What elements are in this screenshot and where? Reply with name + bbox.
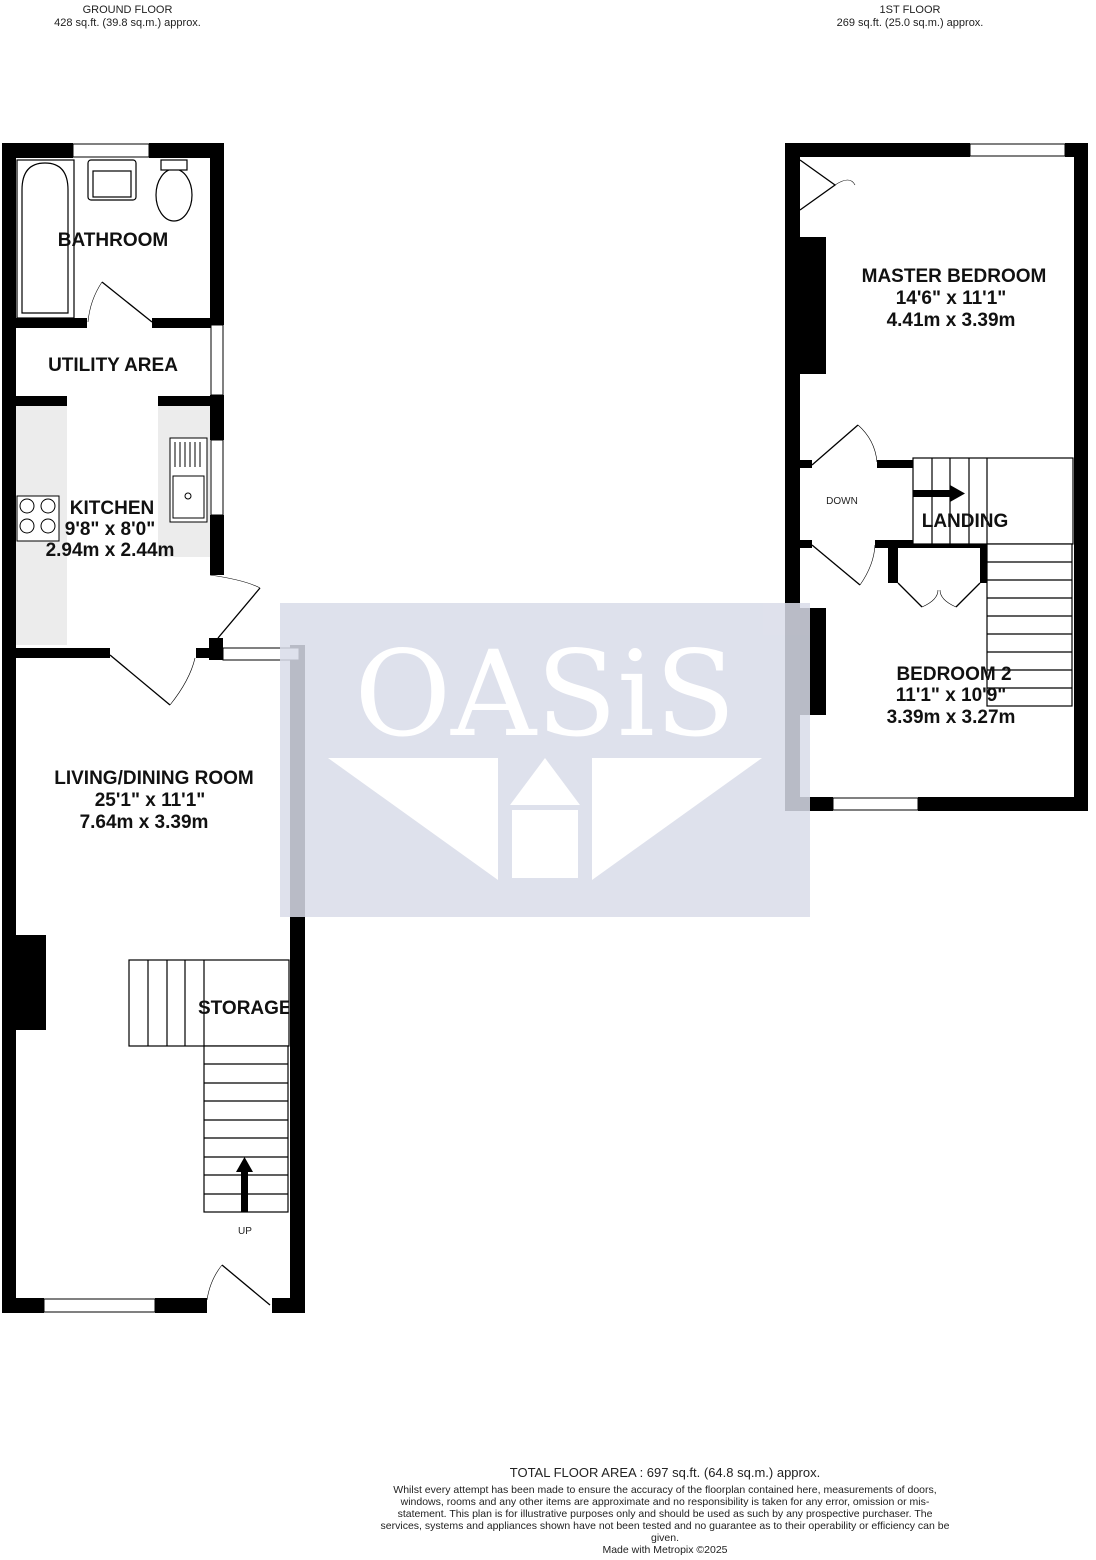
living-imperial: 25'1" x 11'1" [95, 790, 206, 811]
down-arrow-icon [913, 485, 965, 502]
ground-floor-area: 428 sq.ft. (39.8 sq.m.) approx. [54, 17, 201, 29]
storage-label: STORAGE [198, 998, 292, 1019]
ground-floor-doors [87, 281, 271, 1306]
up-arrow-icon [236, 1157, 253, 1212]
bathroom-label: BATHROOM [58, 230, 168, 251]
down-label: DOWN [826, 496, 858, 507]
oasis-watermark-logo: OASiS [280, 603, 810, 917]
kitchen-fixtures [16, 437, 208, 542]
living-metric: 7.64m x 3.39m [80, 812, 209, 833]
living-label: LIVING/DINING ROOM [54, 768, 254, 789]
first-floor-doors [799, 159, 981, 608]
first-floor-windows [832, 143, 1066, 811]
ground-stairs [128, 959, 290, 1213]
first-floor-stairs [912, 457, 1074, 707]
kitchen-label: KITCHEN [70, 498, 154, 519]
landing-label: LANDING [922, 511, 1009, 532]
watermark-text: OASiS [354, 625, 735, 763]
ground-floor-title: GROUND FLOOR [82, 4, 173, 16]
total-floor-area: TOTAL FLOOR AREA : 697 sq.ft. (64.8 sq.m… [509, 1465, 821, 1480]
bedroom2-imperial: 11'1" x 10'9" [896, 685, 1007, 706]
bedroom2-label: BEDROOM 2 [896, 664, 1011, 685]
room-labels: BATHROOM UTILITY AREA KITCHEN 9'8" x 8'0… [46, 230, 1047, 1237]
toilet-icon [155, 168, 193, 222]
first-floor-area: 269 sq.ft. (25.0 sq.m.) approx. [836, 17, 984, 29]
master-bedroom-label: MASTER BEDROOM [862, 266, 1047, 287]
kitchen-metric: 2.94m x 2.44m [46, 540, 175, 561]
ground-floor-header: GROUND FLOOR 428 sq.ft. (39.8 sq.m.) app… [20, 4, 235, 30]
utility-label: UTILITY AREA [48, 355, 178, 376]
bathroom-fixtures [16, 159, 193, 319]
footer: TOTAL FLOOR AREA : 697 sq.ft. (64.8 sq.m… [380, 1465, 950, 1556]
bedroom2-metric: 3.39m x 3.27m [887, 707, 1016, 728]
master-bedroom-imperial: 14'6" x 11'1" [896, 288, 1007, 309]
up-label: UP [238, 1226, 252, 1237]
master-bedroom-metric: 4.41m x 3.39m [887, 310, 1016, 331]
disclaimer: Whilst every attempt has been made to en… [380, 1484, 950, 1544]
first-floor-header: 1ST FLOOR 269 sq.ft. (25.0 sq.m.) approx… [800, 4, 1020, 30]
first-floor-title: 1ST FLOOR [879, 4, 941, 16]
credit: Made with Metropix ©2025 [602, 1544, 728, 1556]
kitchen-imperial: 9'8" x 8'0" [65, 519, 155, 540]
